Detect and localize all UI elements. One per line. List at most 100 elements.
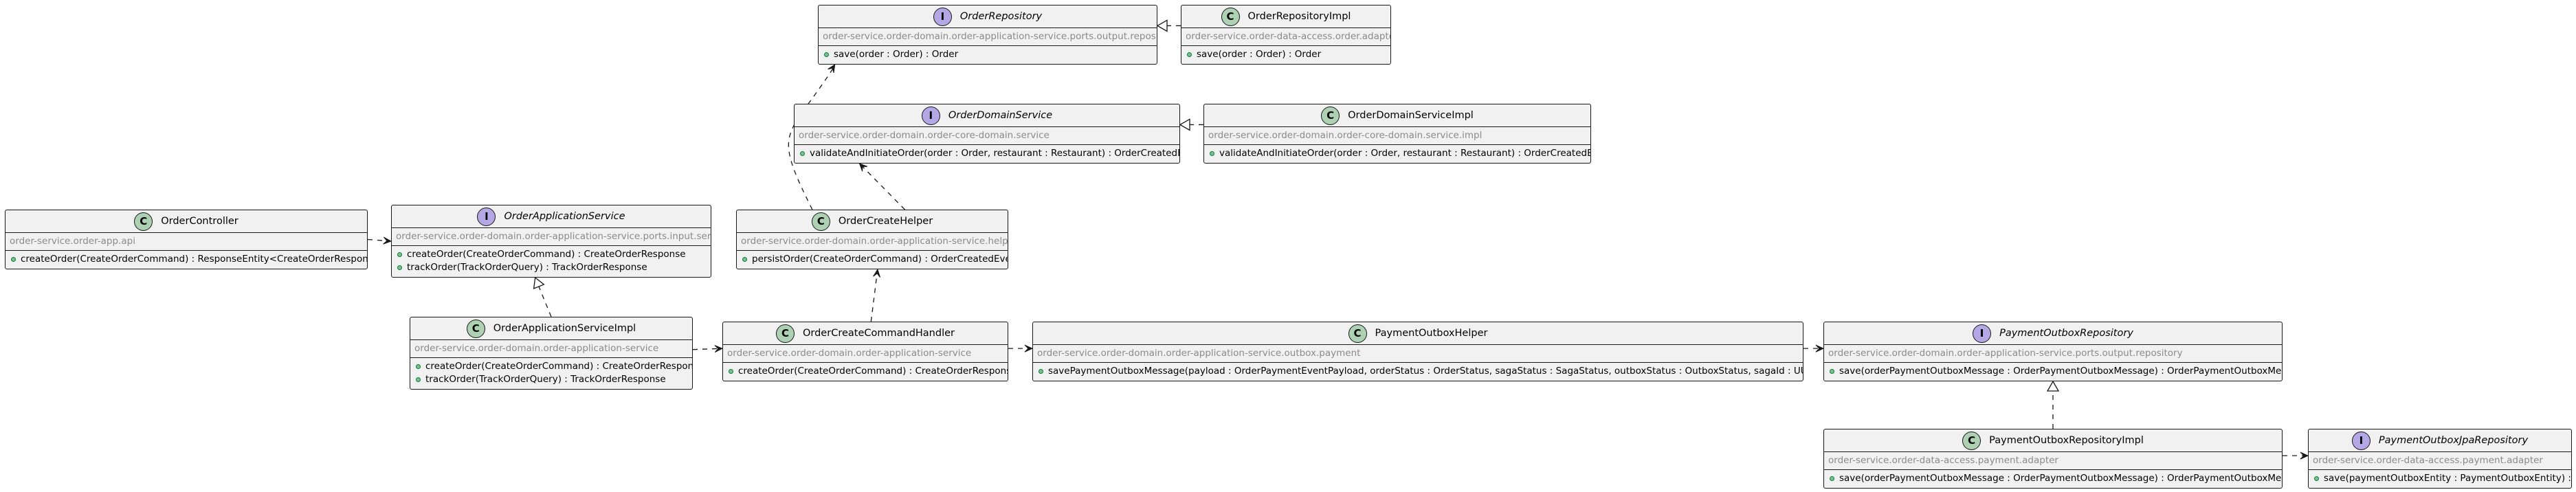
operation-signature: createOrder(CreateOrderCommand) : Create… xyxy=(407,249,686,260)
node-operations: save(orderPaymentOutboxMessage : OrderPa… xyxy=(1824,362,2282,381)
public-method-icon xyxy=(397,265,402,270)
operation-signature: persistOrder(CreateOrderCommand) : Order… xyxy=(752,254,1008,265)
operation-signature: save(order : Order) : Order xyxy=(834,49,959,60)
operation-signature: createOrder(CreateOrderCommand) : Create… xyxy=(738,366,1008,377)
public-method-icon xyxy=(2314,476,2319,481)
node-name: PaymentOutboxRepository xyxy=(1999,328,2133,339)
node-name: PaymentOutboxHelper xyxy=(1375,328,1488,339)
node-operations: createOrder(CreateOrderCommand) : Create… xyxy=(410,357,692,389)
edge-dependency-order-application-service-impl-to-order-create-command-handler xyxy=(692,345,724,353)
node-package: order-service.order-app.api xyxy=(5,232,367,250)
operation-signature: savePaymentOutboxMessage(payload : Order… xyxy=(1048,366,1803,377)
node-name: OrderController xyxy=(161,216,238,227)
operation: save(order : Order) : Order xyxy=(819,48,1157,61)
node-package: order-service.order-domain.order-core-do… xyxy=(795,126,1179,144)
class-icon: C xyxy=(811,212,830,231)
edge-realization-payment-outbox-repository-impl-to-payment-outbox-repository xyxy=(2046,380,2060,429)
node-operations: save(paymentOutboxEntity : PaymentOutbox… xyxy=(2309,469,2571,488)
node-package: order-service.order-data-access.payment.… xyxy=(2309,451,2571,469)
node-payment-outbox-repository[interactable]: I PaymentOutboxRepository order-service.or… xyxy=(1823,322,2283,381)
operation: trackOrder(TrackOrderQuery) : TrackOrder… xyxy=(410,373,692,386)
node-operations: persistOrder(CreateOrderCommand) : Order… xyxy=(737,250,1008,269)
operation: trackOrder(TrackOrderQuery) : TrackOrder… xyxy=(392,261,711,274)
edge-realization-order-domain-service-impl-to-order-domain-service xyxy=(1179,118,1203,131)
operation-signature: save(orderPaymentOutboxMessage : OrderPa… xyxy=(1839,366,2283,377)
interface-icon: I xyxy=(2351,431,2370,450)
operation-signature: save(paymentOutboxEntity : PaymentOutbox… xyxy=(2324,473,2572,484)
node-operations: createOrder(CreateOrderCommand) : Create… xyxy=(723,362,1008,381)
public-method-icon xyxy=(742,257,747,262)
public-method-icon xyxy=(800,151,805,156)
edge-dependency-payment-outbox-helper-to-payment-outbox-repository xyxy=(1803,344,1825,353)
edge-realization-order-repository-impl-to-order-repository xyxy=(1156,19,1181,32)
edge-dependency-order-controller-to-order-application-service xyxy=(367,236,392,245)
public-method-icon xyxy=(729,369,733,374)
node-operations: validateAndInitiateOrder(order : Order, … xyxy=(795,144,1179,163)
class-icon: C xyxy=(1221,7,1240,26)
operation: createOrder(CreateOrderCommand) : Respon… xyxy=(5,253,367,266)
node-package: order-service.order-data-access.payment.… xyxy=(1824,451,2282,469)
interface-icon: I xyxy=(933,7,952,26)
class-icon: C xyxy=(1962,431,1981,450)
operation: persistOrder(CreateOrderCommand) : Order… xyxy=(737,253,1008,266)
operation: save(orderPaymentOutboxMessage : OrderPa… xyxy=(1824,365,2282,378)
node-header: C OrderDomainServiceImpl xyxy=(1204,104,1590,126)
operation-signature: createOrder(CreateOrderCommand) : Create… xyxy=(425,361,693,372)
node-name: OrderApplicationService xyxy=(504,211,625,222)
node-header: I PaymentOutboxJpaRepository xyxy=(2309,429,2571,451)
operation-signature: createOrder(CreateOrderCommand) : Respon… xyxy=(21,254,368,265)
node-order-domain-service-impl[interactable]: C OrderDomainServiceImpl order-service.ord… xyxy=(1203,104,1591,164)
public-method-icon xyxy=(11,257,16,262)
operation-signature: trackOrder(TrackOrderQuery) : TrackOrder… xyxy=(407,262,647,273)
node-operations: save(order : Order) : Order xyxy=(819,45,1157,64)
node-package: order-service.order-domain.order-applica… xyxy=(1824,344,2282,362)
operation-signature: save(orderPaymentOutboxMessage : OrderPa… xyxy=(1839,473,2283,484)
node-package: order-service.order-domain.order-applica… xyxy=(410,339,692,357)
operation: createOrder(CreateOrderCommand) : Create… xyxy=(392,248,711,261)
public-method-icon xyxy=(824,52,829,57)
operation-signature: validateAndInitiateOrder(order : Order, … xyxy=(1219,148,1591,159)
node-name: OrderApplicationServiceImpl xyxy=(493,323,636,334)
class-icon: C xyxy=(1321,106,1340,125)
operation: validateAndInitiateOrder(order : Order, … xyxy=(795,147,1179,160)
operation: save(order : Order) : Order xyxy=(1181,48,1390,61)
node-name: PaymentOutboxJpaRepository xyxy=(2378,435,2529,446)
node-name: OrderDomainServiceImpl xyxy=(1348,110,1474,121)
operation: createOrder(CreateOrderCommand) : Create… xyxy=(723,365,1008,378)
operation: savePaymentOutboxMessage(payload : Order… xyxy=(1033,365,1803,378)
operation-signature: trackOrder(TrackOrderQuery) : TrackOrder… xyxy=(425,374,666,385)
interface-icon: I xyxy=(921,106,940,125)
node-payment-outbox-jpa-repository[interactable]: I PaymentOutboxJpaRepository order-service… xyxy=(2308,429,2572,489)
node-name: OrderRepository xyxy=(959,11,1043,22)
node-header: I OrderRepository xyxy=(819,5,1157,27)
node-header: I PaymentOutboxRepository xyxy=(1824,322,2282,344)
node-package: order-service.order-domain.order-core-do… xyxy=(1204,126,1590,144)
node-package: order-service.order-domain.order-applica… xyxy=(737,232,1008,250)
node-package: order-service.order-domain.order-applica… xyxy=(819,27,1157,45)
operation-signature: validateAndInitiateOrder(order : Order, … xyxy=(810,148,1180,159)
node-operations: save(order : Order) : Order xyxy=(1181,45,1390,64)
public-method-icon xyxy=(1830,369,1834,374)
edge-realization-order-application-service-impl-to-order-application-service xyxy=(533,276,552,317)
edge-dependency-order-create-command-handler-to-payment-outbox-helper xyxy=(1008,344,1034,353)
node-order-repository[interactable]: I OrderRepository order-service.order-doma… xyxy=(818,5,1157,65)
node-package: order-service.order-data-access.order.ad… xyxy=(1181,27,1390,45)
operation: save(orderPaymentOutboxMessage : OrderPa… xyxy=(1824,472,2282,485)
interface-icon: I xyxy=(1973,324,1992,343)
operation: createOrder(CreateOrderCommand) : Create… xyxy=(410,360,692,373)
node-name: OrderCreateCommandHandler xyxy=(802,328,955,339)
